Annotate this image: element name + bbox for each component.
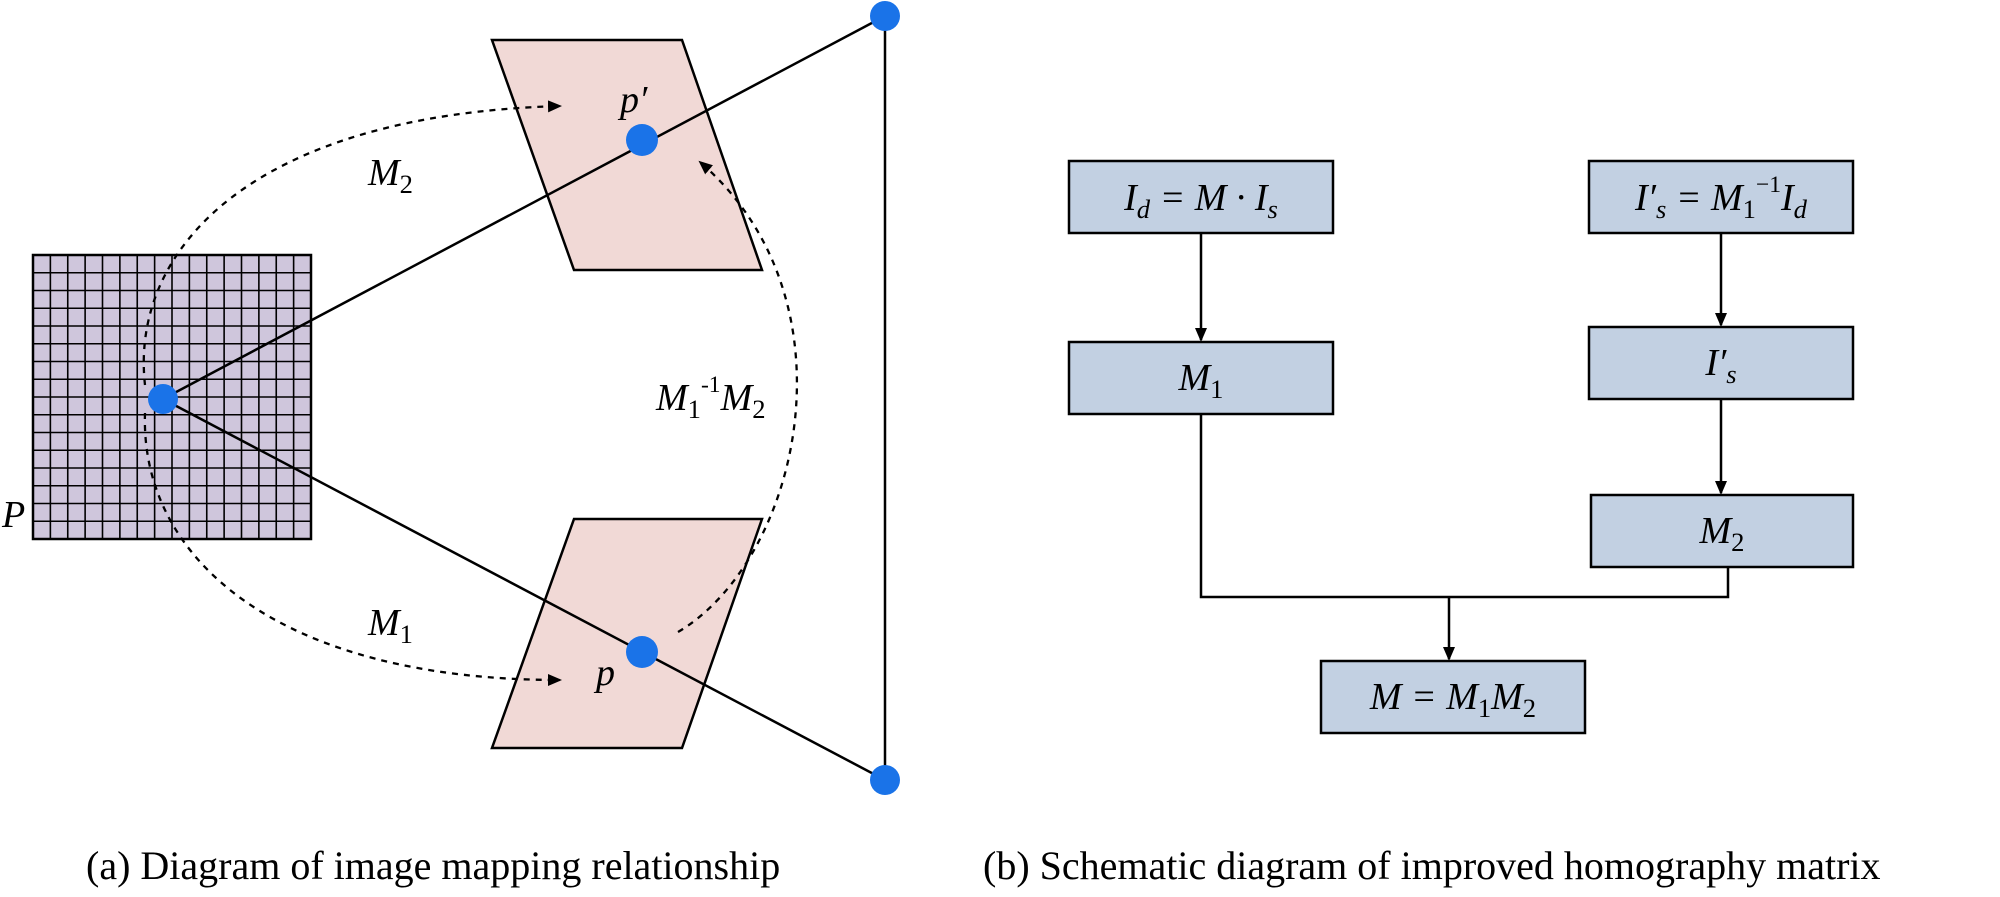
label-M1: M1 — [367, 602, 413, 649]
eq-Is-prime: I′s = M1−1Id — [1634, 172, 1808, 224]
caption-panel-a: (a) Diagram of image mapping relationshi… — [86, 843, 781, 888]
eq-M: M = M1M2 — [1369, 676, 1536, 723]
m1-arc — [143, 412, 562, 686]
projection-lines — [162, 14, 887, 782]
bottom-vertex-point — [870, 765, 900, 795]
label-M2: M2 — [367, 152, 413, 199]
box-Is-prime — [1587, 325, 1855, 401]
m1inv-m2-arc — [677, 160, 799, 633]
box-M — [1319, 659, 1587, 735]
eq-Id: Id = M · Is — [1123, 177, 1278, 224]
panel-a: P p′ p M2 M1 M1-1M2 — [1, 1, 900, 795]
box-Id — [1067, 159, 1335, 235]
upper-image-plane — [490, 38, 764, 272]
p-prime-point — [626, 124, 658, 156]
p-point — [626, 636, 658, 668]
world-grid-plane — [31, 253, 313, 541]
label-p-prime: p′ — [617, 79, 648, 121]
box-Is-prime-equation — [1587, 159, 1855, 235]
eq-M2: M2 — [1699, 510, 1745, 557]
mapping-arcs — [142, 100, 799, 686]
label-M1inv-M2: M1-1M2 — [655, 372, 766, 424]
origin-point — [148, 384, 178, 414]
eq-M1: M1 — [1178, 357, 1224, 404]
top-vertex-point — [870, 1, 900, 31]
box-M1 — [1067, 340, 1335, 416]
label-P: P — [1, 494, 25, 536]
eq-Is-prime-only: I′s — [1704, 342, 1736, 389]
flow-connectors — [1195, 233, 1730, 661]
panel-b: Id = M · Is I′s = M1−1Id M1 I′s M2 M = M… — [1067, 159, 1855, 735]
box-M2 — [1589, 493, 1855, 569]
caption-panel-b: (b) Schematic diagram of improved homogr… — [983, 843, 1881, 888]
lower-image-plane — [490, 517, 764, 750]
label-p: p — [593, 652, 615, 694]
